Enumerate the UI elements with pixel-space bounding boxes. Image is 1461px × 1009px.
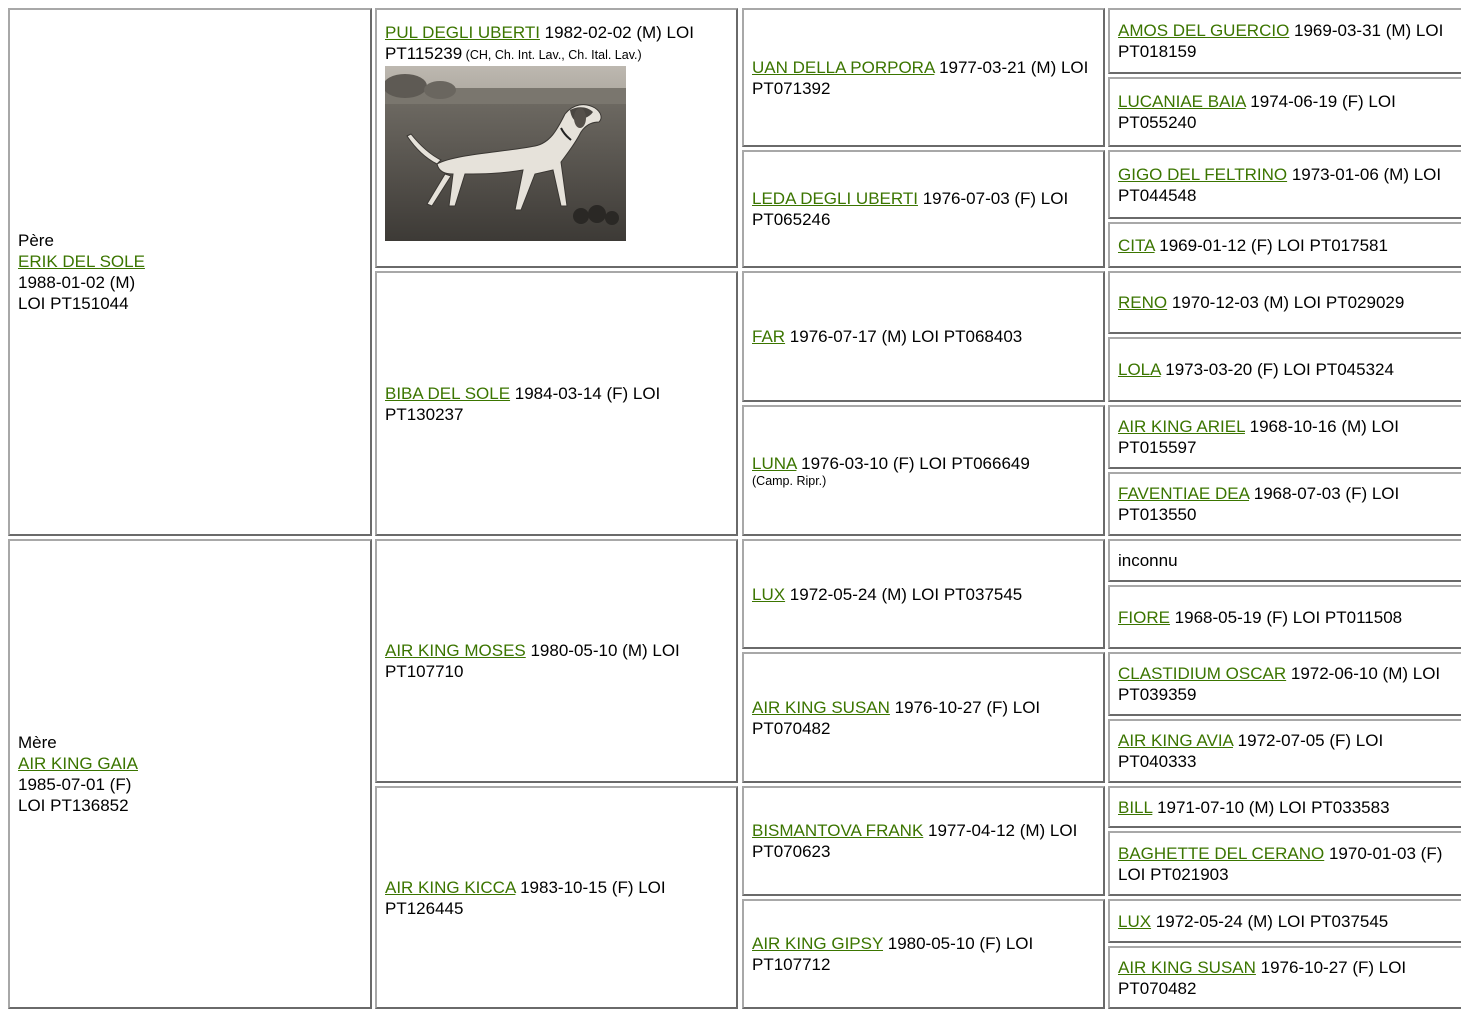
gen4-cell: CLASTIDIUM OSCAR 1972-06-10 (M) LOI PT03… [1108,652,1461,716]
gen4-cell: LOLA 1973-03-20 (F) LOI PT045324 [1108,337,1461,402]
gen3-cell: LUX 1972-05-24 (M) LOI PT037545 [742,539,1105,649]
gen3-name-link[interactable]: LUNA [752,454,797,473]
gen3-entry: LEDA DEGLI UBERTI 1976-07-03 (F) LOI PT0… [752,189,1069,229]
gen2-cell: AIR KING MOSES 1980-05-10 (M) LOI PT1077… [375,539,738,783]
gen4-cell: BILL 1971-07-10 (M) LOI PT033583 [1108,786,1461,828]
gen3-name-link[interactable]: AIR KING SUSAN [752,697,890,717]
gen4-entry: inconnu [1118,551,1178,570]
gen3-cell: FAR 1976-07-17 (M) LOI PT068403 [742,271,1105,402]
gen4-entry: CITA 1969-01-12 (F) LOI PT017581 [1118,235,1388,255]
gen4-cell: AIR KING SUSAN 1976-10-27 (F) LOI PT0704… [1108,946,1461,1009]
gen4-entry: AIR KING AVIA 1972-07-05 (F) LOI PT04033… [1118,731,1384,771]
gen2-titles: (CH, Ch. Int. Lav., Ch. Ital. Lav.) [462,48,642,62]
gen3-entry: UAN DELLA PORPORA 1977-03-21 (M) LOI PT0… [752,57,1089,98]
gen4-entry: FIORE 1968-05-19 (F) LOI PT011508 [1118,607,1403,627]
sire-loi: LOI PT151044 [18,294,129,313]
gen4-entry: LUCANIAE BAIA 1974-06-19 (F) LOI PT05524… [1118,92,1396,132]
gen3-entry: LUNA 1976-03-10 (F) LOI PT066649 [752,454,1030,473]
gen2-name-link[interactable]: PUL DEGLI UBERTI [385,23,540,42]
gen4-cell: FAVENTIAE DEA 1968-07-03 (F) LOI PT01355… [1108,472,1461,536]
gen3-entry: AIR KING SUSAN 1976-10-27 (F) LOI PT0704… [752,697,1041,738]
gen2-cell: AIR KING KICCA 1983-10-15 (F) LOI PT1264… [375,786,738,1009]
gen2-cell: BIBA DEL SOLE 1984-03-14 (F) LOI PT13023… [375,271,738,536]
gen4-cell: FIORE 1968-05-19 (F) LOI PT011508 [1108,585,1461,649]
gen2-name-link[interactable]: AIR KING MOSES [385,641,526,660]
gen3-entry: LUX 1972-05-24 (M) LOI PT037545 [752,584,1023,604]
gen4-entry: CLASTIDIUM OSCAR 1972-06-10 (M) LOI PT03… [1118,664,1441,704]
gen4-name-link[interactable]: LUCANIAE BAIA [1118,92,1246,111]
gen4-name-link[interactable]: BILL [1118,797,1153,817]
gen4-entry: BAGHETTE DEL CERANO 1970-01-03 (F) LOI P… [1118,843,1443,884]
gen4-name-link[interactable]: BAGHETTE DEL CERANO [1118,843,1325,863]
gen4-name-link[interactable]: LOLA [1118,360,1161,379]
gen4-name-link[interactable]: GIGO DEL FELTRINO [1118,164,1288,184]
gen4-name-link[interactable]: FAVENTIAE DEA [1118,484,1250,503]
gen4-cell: AIR KING AVIA 1972-07-05 (F) LOI PT04033… [1108,719,1461,783]
gen4-cell: GIGO DEL FELTRINO 1973-01-06 (M) LOI PT0… [1108,150,1461,219]
gen4-entry: BILL 1971-07-10 (M) LOI PT033583 [1118,797,1390,817]
gen2-entry: AIR KING MOSES 1980-05-10 (M) LOI PT1077… [385,641,680,681]
gen3-cell: LUNA 1976-03-10 (F) LOI PT066649 (Camp. … [742,405,1105,536]
gen4-name-link[interactable]: LUX [1118,911,1152,931]
gen4-entry: AIR KING ARIEL 1968-10-16 (M) LOI PT0155… [1118,417,1399,457]
sire-name-link[interactable]: ERIK DEL SOLE [18,252,145,271]
dam-loi: LOI PT136852 [18,796,129,815]
dam-name-link[interactable]: AIR KING GAIA [18,754,138,773]
gen3-entry: BISMANTOVA FRANK 1977-04-12 (M) LOI PT07… [752,821,1078,861]
gen2-entry: BIBA DEL SOLE 1984-03-14 (F) LOI PT13023… [385,383,661,424]
gen3-name-link[interactable]: FAR [752,327,786,346]
gen3-name-link[interactable]: LEDA DEGLI UBERTI [752,189,918,208]
gen3-entry: AIR KING GIPSY 1980-05-10 (F) LOI PT1077… [752,934,1034,974]
gen4-cell: CITA 1969-01-12 (F) LOI PT017581 [1108,222,1461,268]
gen4-entry: LUX 1972-05-24 (M) LOI PT037545 [1118,911,1389,931]
gen3-name-link[interactable]: AIR KING GIPSY [752,934,884,953]
gen4-entry: AMOS DEL GUERCIO 1969-03-31 (M) LOI PT01… [1118,21,1444,61]
gen2-name-link[interactable]: BIBA DEL SOLE [385,383,511,403]
gen4-name-link[interactable]: AMOS DEL GUERCIO [1118,21,1290,40]
gen4-cell: BAGHETTE DEL CERANO 1970-01-03 (F) LOI P… [1108,831,1461,896]
gen3-titles: (Camp. Ripr.) [752,474,827,488]
gen4-entry: GIGO DEL FELTRINO 1973-01-06 (M) LOI PT0… [1118,164,1442,205]
gen4-name-link[interactable]: AIR KING ARIEL [1118,417,1245,436]
sire-cell: Père ERIK DEL SOLE 1988-01-02 (M) LOI PT… [8,8,372,536]
gen2-name-link[interactable]: AIR KING KICCA [385,877,516,897]
gen2-entry: AIR KING KICCA 1983-10-15 (F) LOI PT1264… [385,877,666,918]
gen3-cell: AIR KING GIPSY 1980-05-10 (F) LOI PT1077… [742,899,1105,1009]
gen4-cell: LUCANIAE BAIA 1974-06-19 (F) LOI PT05524… [1108,77,1461,147]
gen4-name-link[interactable]: CITA [1118,235,1155,255]
gen4-entry: AIR KING SUSAN 1976-10-27 (F) LOI PT0704… [1118,957,1407,998]
sire-birth: 1988-01-02 (M) [18,273,136,292]
gen4-cell: LUX 1972-05-24 (M) LOI PT037545 [1108,899,1461,943]
gen3-name-link[interactable]: UAN DELLA PORPORA [752,57,935,77]
gen4-name-link[interactable]: CLASTIDIUM OSCAR [1118,664,1287,683]
gen3-cell: AIR KING SUSAN 1976-10-27 (F) LOI PT0704… [742,652,1105,783]
gen3-cell: UAN DELLA PORPORA 1977-03-21 (M) LOI PT0… [742,8,1105,147]
gen4-cell: AIR KING ARIEL 1968-10-16 (M) LOI PT0155… [1108,405,1461,469]
dog-photo [385,66,626,241]
gen4-entry: LOLA 1973-03-20 (F) LOI PT045324 [1118,360,1394,379]
dam-birth: 1985-07-01 (F) [18,775,132,794]
dam-cell: Mère AIR KING GAIA 1985-07-01 (F) LOI PT… [8,539,372,1009]
gen3-name-link[interactable]: LUX [752,584,786,604]
gen3-cell: LEDA DEGLI UBERTI 1976-07-03 (F) LOI PT0… [742,150,1105,268]
gen3-cell: BISMANTOVA FRANK 1977-04-12 (M) LOI PT07… [742,786,1105,896]
gen4-cell: AMOS DEL GUERCIO 1969-03-31 (M) LOI PT01… [1108,8,1461,74]
gen4-cell: RENO 1970-12-03 (M) LOI PT029029 [1108,271,1461,334]
dam-label: Mère [18,733,57,752]
gen4-cell: inconnu [1108,539,1461,582]
gen2-cell: PUL DEGLI UBERTI 1982-02-02 (M) LOI PT11… [375,8,738,268]
gen2-entry: PUL DEGLI UBERTI 1982-02-02 (M) LOI PT11… [385,23,694,63]
gen4-name-link[interactable]: RENO [1118,293,1168,312]
gen3-entry: FAR 1976-07-17 (M) LOI PT068403 [752,327,1023,346]
gen4-name-link[interactable]: AIR KING AVIA [1118,731,1233,750]
gen4-name-link[interactable]: FIORE [1118,607,1170,627]
gen4-name-link[interactable]: AIR KING SUSAN [1118,957,1256,977]
gen4-entry: FAVENTIAE DEA 1968-07-03 (F) LOI PT01355… [1118,484,1400,524]
sire-label: Père [18,231,54,250]
gen4-entry: RENO 1970-12-03 (M) LOI PT029029 [1118,293,1405,312]
gen3-name-link[interactable]: BISMANTOVA FRANK [752,821,924,840]
